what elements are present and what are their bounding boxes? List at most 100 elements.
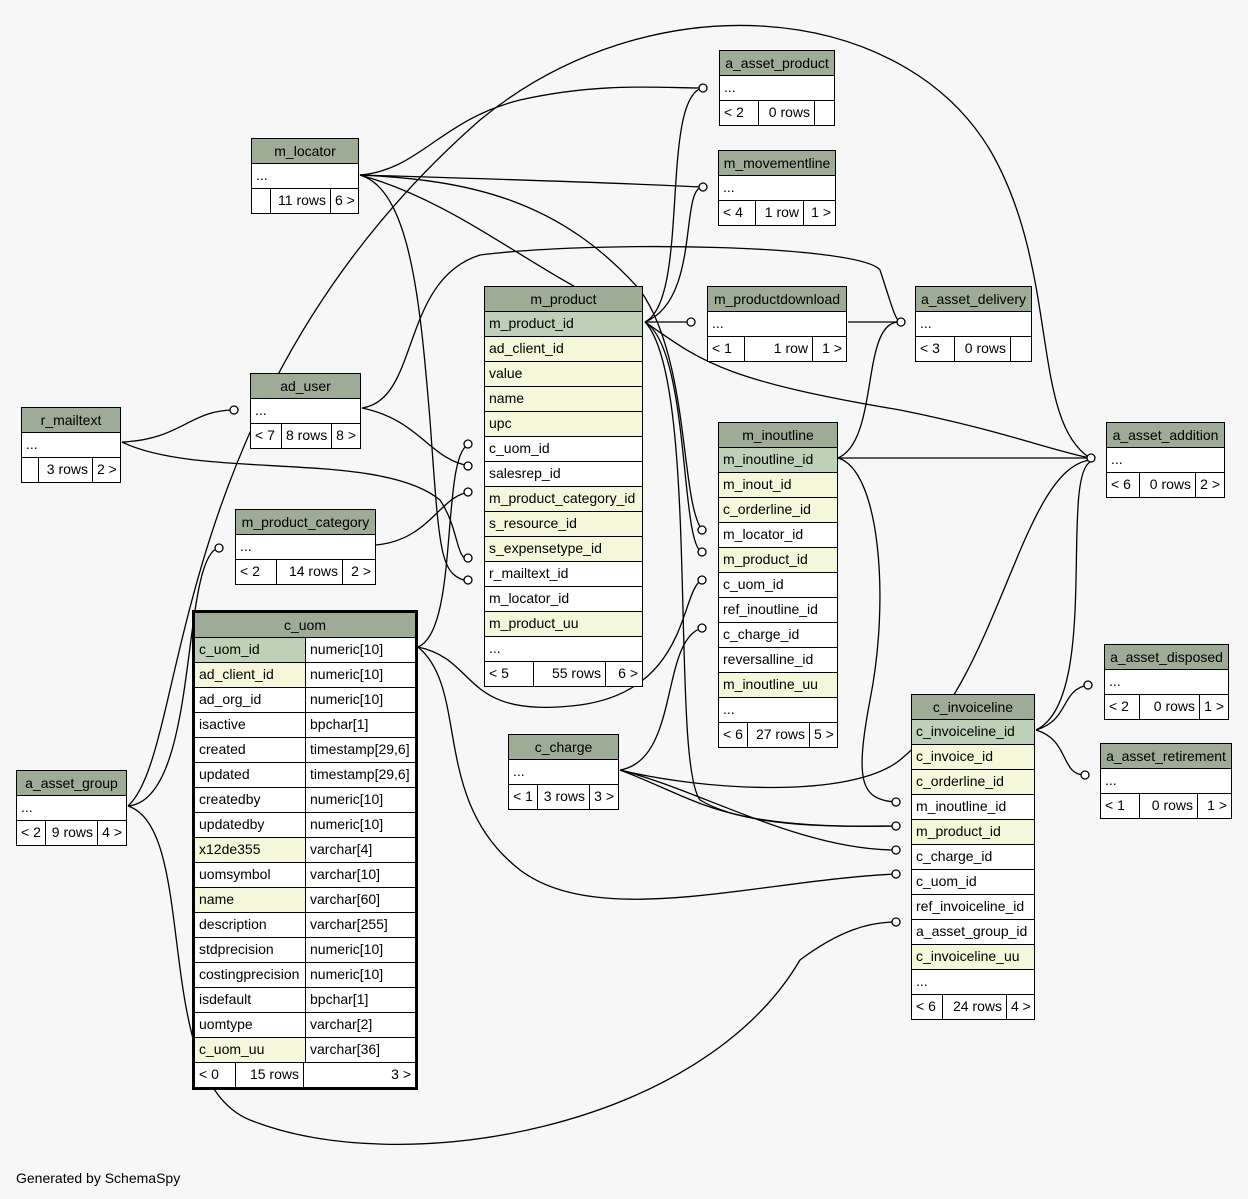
- column-row[interactable]: m_inout_id: [719, 473, 837, 498]
- parents-link[interactable]: < 2: [21, 824, 41, 840]
- column-row[interactable]: ...: [17, 796, 126, 821]
- children-link[interactable]: 4 >: [1006, 995, 1034, 1019]
- column-row[interactable]: m_product_id: [485, 312, 642, 337]
- parents-link[interactable]: < 2: [240, 563, 260, 579]
- children-link[interactable]: 1 >: [812, 337, 846, 361]
- parents-link[interactable]: < 1: [513, 788, 533, 804]
- children-link[interactable]: 3 >: [303, 1063, 415, 1087]
- table-title[interactable]: m_movementline: [719, 151, 835, 176]
- table-title[interactable]: a_asset_product: [720, 51, 834, 76]
- column-row[interactable]: m_product_category_id: [485, 487, 642, 512]
- column-row[interactable]: s_expensetype_id: [485, 537, 642, 562]
- parents-link[interactable]: < 1: [712, 340, 732, 356]
- children-link[interactable]: 3 >: [589, 785, 618, 809]
- column-row[interactable]: ref_inoutline_id: [719, 598, 837, 623]
- column-row[interactable]: reversalline_id: [719, 648, 837, 673]
- children-link[interactable]: 6 >: [605, 662, 642, 686]
- children-link[interactable]: 6 >: [330, 189, 358, 213]
- column-row[interactable]: c_uom_id: [912, 870, 1034, 895]
- column-row[interactable]: c_uom_id: [719, 573, 837, 598]
- parents-link[interactable]: < 6: [1111, 476, 1131, 492]
- children-link[interactable]: 2 >: [1195, 473, 1224, 497]
- column-row[interactable]: ...: [719, 698, 837, 723]
- column-row[interactable]: ...: [912, 970, 1034, 995]
- children-link[interactable]: 1 >: [1199, 695, 1228, 719]
- table-title[interactable]: a_asset_retirement: [1101, 744, 1231, 769]
- table-title[interactable]: a_asset_delivery: [916, 287, 1031, 312]
- column-row[interactable]: c_orderline_id: [719, 498, 837, 523]
- column-row[interactable]: m_inoutline_id: [912, 795, 1034, 820]
- table-title[interactable]: c_uom: [195, 613, 415, 638]
- parents-link[interactable]: < 0: [199, 1066, 219, 1082]
- column-row[interactable]: a_asset_group_id: [912, 920, 1034, 945]
- table-title[interactable]: m_product: [485, 287, 642, 312]
- column-row[interactable]: ...: [719, 176, 835, 201]
- parents-link[interactable]: < 2: [1109, 698, 1129, 714]
- column-row[interactable]: m_product_uu: [485, 612, 642, 637]
- column-row[interactable]: ref_invoiceline_id: [912, 895, 1034, 920]
- table-title[interactable]: m_locator: [252, 139, 358, 164]
- column-row[interactable]: m_inoutline_id: [719, 448, 837, 473]
- parents-link[interactable]: < 7: [255, 427, 275, 443]
- children-link[interactable]: 8 >: [331, 424, 360, 448]
- table-title[interactable]: a_asset_disposed: [1105, 645, 1228, 670]
- column-row[interactable]: ...: [252, 164, 358, 189]
- column-row[interactable]: c_uom_id: [485, 437, 642, 462]
- table-title[interactable]: m_productdownload: [708, 287, 846, 312]
- column-row[interactable]: ...: [1101, 769, 1231, 794]
- children-link[interactable]: 1 >: [1197, 794, 1231, 818]
- children-link[interactable]: [1010, 337, 1031, 361]
- column-row[interactable]: ...: [251, 399, 360, 424]
- children-link[interactable]: 5 >: [809, 723, 837, 747]
- parents-link[interactable]: < 2: [724, 104, 744, 120]
- column-row[interactable]: m_product_id: [912, 820, 1034, 845]
- column-row[interactable]: m_inoutline_uu: [719, 673, 837, 698]
- table-title[interactable]: m_inoutline: [719, 423, 837, 448]
- column-row[interactable]: ...: [1105, 670, 1228, 695]
- column-row[interactable]: c_invoiceline_id: [912, 720, 1034, 745]
- column-row[interactable]: c_invoiceline_uu: [912, 945, 1034, 970]
- column-row[interactable]: r_mailtext_id: [485, 562, 642, 587]
- column-row[interactable]: c_orderline_id: [912, 770, 1034, 795]
- column-row[interactable]: c_charge_id: [719, 623, 837, 648]
- parents-link[interactable]: < 5: [489, 665, 509, 681]
- parents-link[interactable]: < 6: [916, 998, 936, 1014]
- column-row[interactable]: upc: [485, 412, 642, 437]
- children-link[interactable]: 2 >: [342, 560, 375, 584]
- parents-link[interactable]: < 4: [723, 204, 743, 220]
- table-title[interactable]: m_product_category: [236, 510, 375, 535]
- column-row[interactable]: s_resource_id: [485, 512, 642, 537]
- column-row[interactable]: c_invoice_id: [912, 745, 1034, 770]
- parents-link[interactable]: [22, 458, 38, 482]
- parents-link[interactable]: < 3: [920, 340, 940, 356]
- table-title[interactable]: a_asset_group: [17, 771, 126, 796]
- table-title[interactable]: ad_user: [251, 374, 360, 399]
- column-row[interactable]: ...: [916, 312, 1031, 337]
- parents-link[interactable]: < 6: [723, 726, 743, 742]
